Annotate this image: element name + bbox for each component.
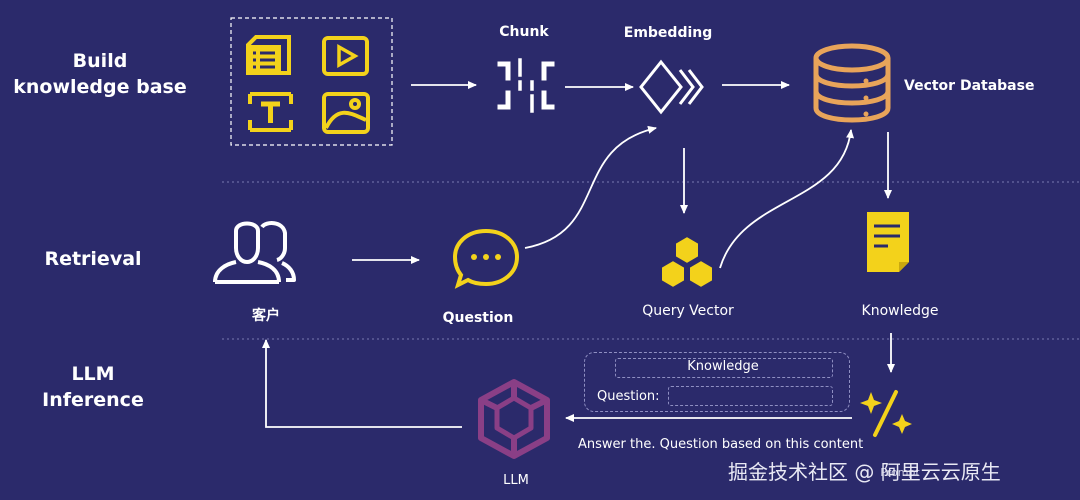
embedding-icon bbox=[639, 59, 704, 115]
arrow-query-vector-to-vector-db bbox=[719, 129, 855, 269]
question-chat-icon bbox=[452, 228, 520, 289]
section-llm-inference-label: LLM Inference bbox=[42, 363, 144, 411]
customer-label: 客户 bbox=[252, 308, 280, 324]
list-document-icon bbox=[246, 35, 291, 75]
image-file-icon bbox=[322, 92, 370, 134]
query-vector-label: Query Vector bbox=[642, 303, 734, 319]
knowledge-slot bbox=[615, 358, 833, 378]
query-vector-icon bbox=[660, 234, 714, 290]
question-label: Question bbox=[442, 310, 514, 326]
section-retrieval-label: Retrieval bbox=[44, 248, 142, 270]
arrow-llm-to-customer bbox=[262, 339, 462, 428]
question-slot-label: Question: bbox=[597, 389, 660, 404]
knowledge-slot-label: Knowledge bbox=[687, 359, 759, 374]
llm-label: LLM bbox=[503, 473, 529, 488]
prompt-instruction: Answer the. Question based on this conte… bbox=[578, 437, 864, 452]
section-build-label: Build knowledge base bbox=[13, 50, 187, 98]
prompt-sparkle-icon bbox=[860, 390, 912, 437]
vector-database-label: Vector Database bbox=[904, 78, 1035, 94]
embedding-label: Embedding bbox=[623, 25, 713, 41]
documents-box bbox=[230, 17, 393, 146]
llm-cube-icon bbox=[478, 379, 550, 459]
question-slot bbox=[668, 386, 833, 406]
knowledge-label: Knowledge bbox=[861, 303, 939, 319]
chunk-label: Chunk bbox=[499, 24, 549, 40]
knowledge-document-icon bbox=[867, 212, 909, 272]
arrow-question-to-embedding bbox=[524, 125, 657, 249]
video-file-icon bbox=[322, 36, 369, 76]
chunk-icon bbox=[497, 58, 555, 113]
customer-icon bbox=[213, 221, 296, 284]
watermark: 掘金技术社区 @ 阿里云云原生 bbox=[728, 460, 1001, 484]
vector-database-icon bbox=[813, 43, 891, 123]
text-file-icon bbox=[248, 92, 293, 132]
prompt-template-box bbox=[584, 352, 850, 412]
prompt-label: Prompt bbox=[880, 466, 920, 479]
